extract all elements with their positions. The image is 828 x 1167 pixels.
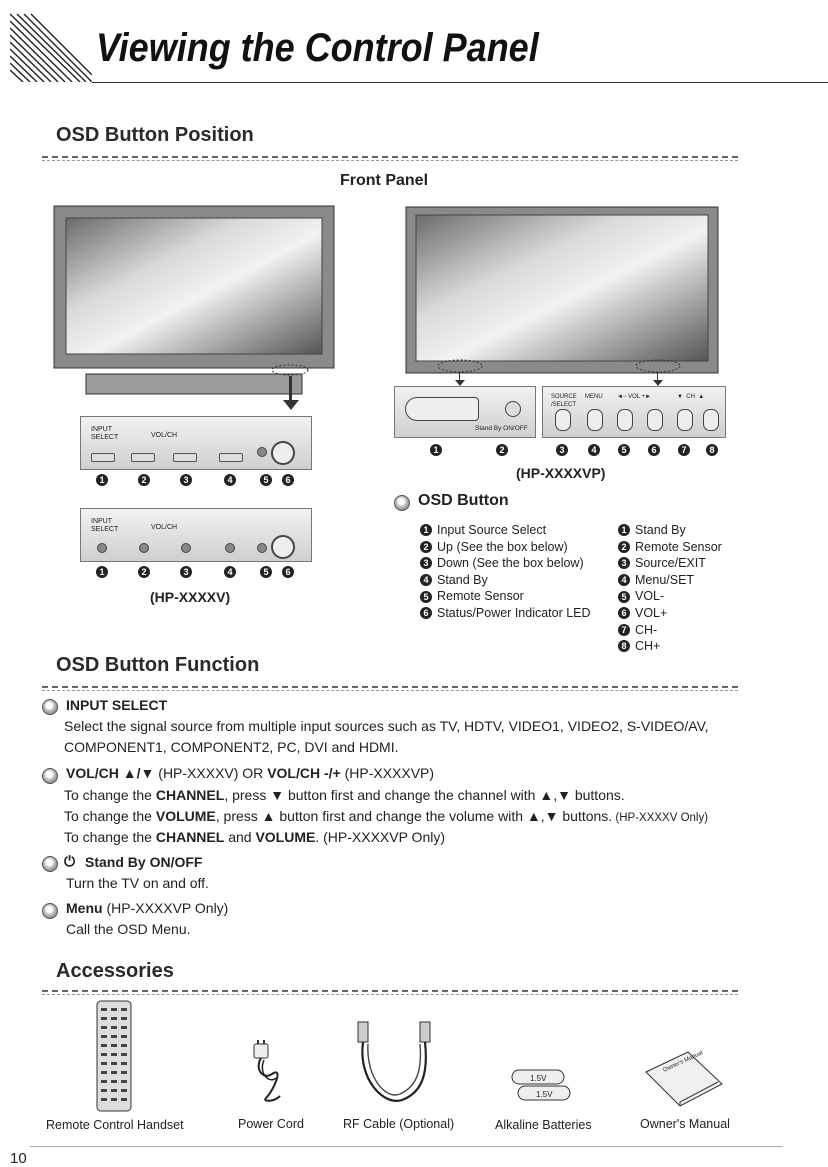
power-cord-icon — [253, 1040, 281, 1102]
page-title: Viewing the Control Panel — [96, 26, 539, 70]
accessory-label: Power Cord — [238, 1117, 304, 1131]
header-hatch-graphic — [10, 13, 92, 82]
pointer-arrowhead-left — [283, 400, 299, 410]
tv-illustration-hp-xxxxv — [53, 205, 335, 395]
accessory-label: RF Cable (Optional) — [343, 1117, 455, 1131]
vol-ch-heading: VOL/CH ▲/▼ (HP-XXXXV) OR VOL/CH -/+ (HP-… — [66, 765, 435, 781]
battery-label: 1.5V — [536, 1090, 553, 1099]
standby-text: Turn the TV on and off. — [66, 875, 209, 891]
tv-illustration-hp-xxxxvp — [405, 206, 719, 374]
remote-control-icon — [96, 1000, 132, 1112]
section-heading-accessories: Accessories — [56, 960, 174, 982]
bullet-icon — [394, 495, 410, 511]
accessory-label: Remote Control Handset — [46, 1118, 184, 1132]
model-label-hp-xxxxv: (HP-XXXXV) — [150, 589, 231, 605]
model-label-hp-xxxxvp: (HP-XXXXVP) — [516, 465, 606, 481]
section-divider — [42, 156, 738, 158]
menu-text: Call the OSD Menu. — [66, 921, 191, 937]
input-select-text-2: COMPONENT1, COMPONENT2, PC, DVI and HDMI… — [64, 739, 399, 755]
title-rule — [92, 82, 828, 83]
accessory-label: Owner's Manual — [640, 1117, 730, 1131]
section-heading-osd-position: OSD Button Position — [56, 124, 254, 146]
pointer-arrow-right-2 — [657, 372, 658, 382]
bullet-icon — [42, 856, 58, 872]
owners-manual-icon: Owner's Manual — [645, 1050, 723, 1107]
control-panel-detail-1: INPUT SELECT VOL/CH — [80, 416, 312, 470]
osd-button-heading: OSD Button — [418, 492, 509, 509]
section-divider-secondary — [42, 690, 738, 691]
standby-heading: Stand By ON/OFF — [85, 854, 203, 870]
menu-heading: Menu (HP-XXXXVP Only) — [66, 900, 229, 916]
control-panel-detail-2: INPUT SELECT VOL/CH — [80, 508, 312, 562]
section-divider-secondary — [42, 160, 738, 161]
page-number: 10 — [10, 1150, 27, 1167]
battery-label: 1.5V — [530, 1074, 547, 1083]
control-panel-vp-right: SOURCE /SELECT MENU ◄− VOL +► ▼ CH ▲ — [542, 386, 726, 438]
section-divider — [42, 990, 738, 992]
input-select-text-1: Select the signal source from multiple i… — [64, 718, 709, 734]
vol-ch-text-2: To change the VOLUME, press ▲ button fir… — [64, 808, 709, 824]
rf-cable-icon — [357, 1021, 431, 1102]
input-select-heading: INPUT SELECT — [66, 697, 168, 713]
bullet-icon — [42, 903, 58, 919]
section-divider — [42, 686, 738, 688]
vol-ch-text-1: To change the CHANNEL, press ▼ button fi… — [64, 787, 625, 803]
footer-rule — [30, 1146, 782, 1147]
power-icon: ⏻ — [64, 853, 76, 869]
bullet-icon — [42, 768, 58, 784]
accessory-label: Alkaline Batteries — [495, 1118, 592, 1132]
front-panel-label: Front Panel — [340, 172, 429, 189]
batteries-icon: 1.5V 1.5V — [511, 1069, 571, 1101]
bullet-icon — [42, 699, 58, 715]
section-heading-osd-function: OSD Button Function — [56, 654, 260, 676]
pointer-arrow-left — [289, 376, 292, 406]
control-panel-vp-left: Stand By ON/OFF — [394, 386, 536, 438]
pointer-arrow-right-1 — [459, 372, 460, 382]
section-divider-secondary — [42, 994, 738, 995]
vol-ch-text-3: To change the CHANNEL and VOLUME. (HP-XX… — [64, 829, 446, 845]
